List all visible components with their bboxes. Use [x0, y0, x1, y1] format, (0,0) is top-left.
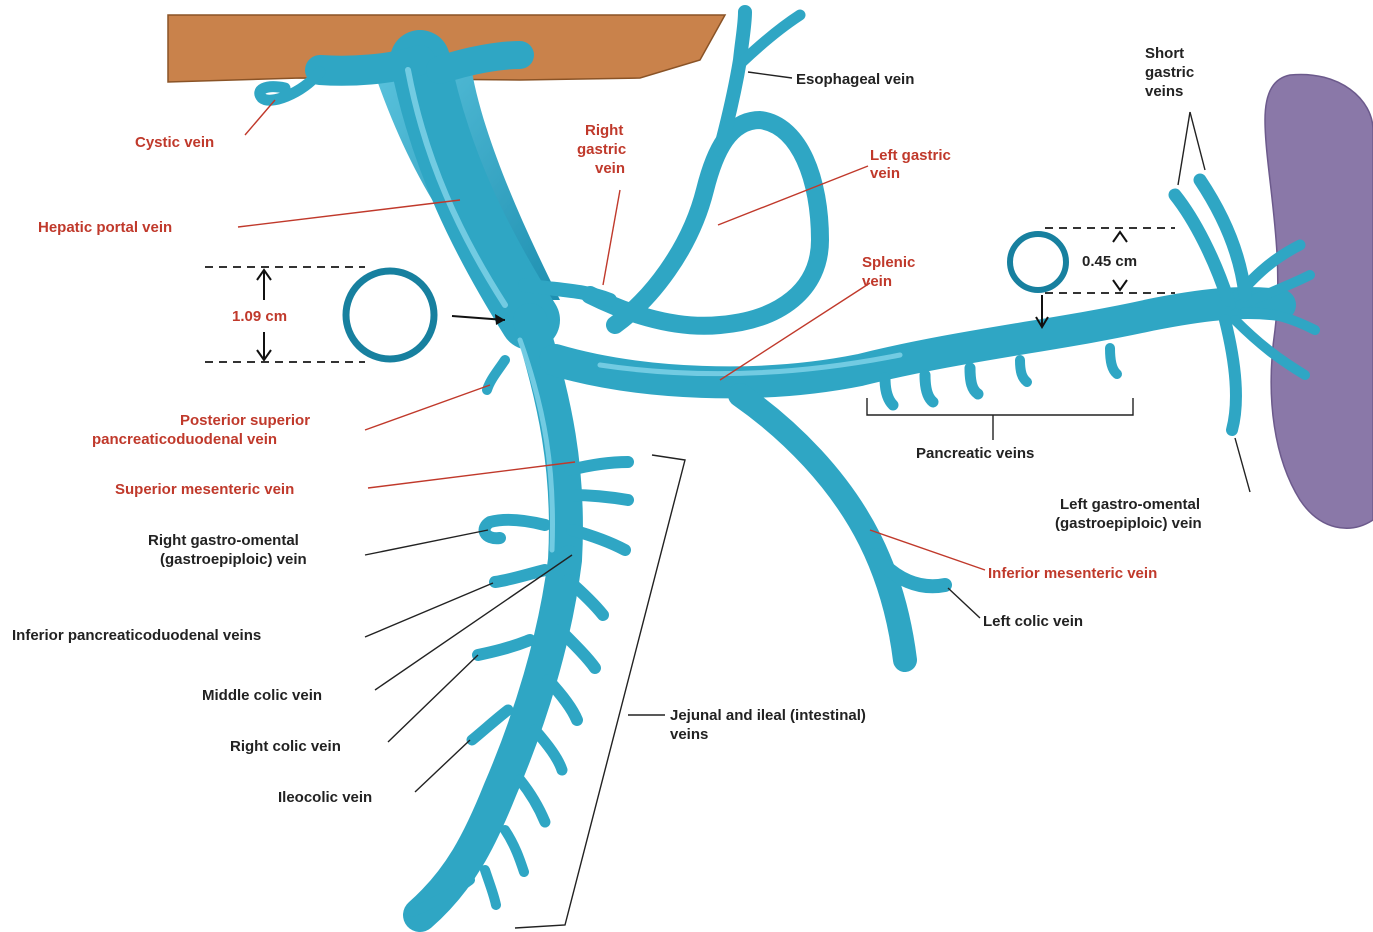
- leader-right-go: [365, 530, 488, 555]
- leader-ileocolic: [415, 740, 470, 792]
- label-right-gastric-3: vein: [595, 160, 625, 177]
- label-cystic-vein: Cystic vein: [135, 134, 214, 151]
- leader-cystic: [245, 100, 275, 135]
- pancreatic-vein-2: [925, 375, 933, 402]
- label-middle-colic: Middle colic vein: [202, 687, 322, 704]
- pancreatic-vein-3: [970, 368, 978, 394]
- label-jejunal-2: veins: [670, 726, 708, 743]
- leader-hepatic-portal: [238, 200, 460, 227]
- label-right-gastric-2: gastric: [577, 141, 626, 158]
- pancreatic-vein-5: [1110, 348, 1117, 374]
- jejunal-vein-1: [570, 462, 628, 470]
- leader-short-gastric-a: [1178, 112, 1190, 185]
- left-gastro-omental-vein-path: [1225, 320, 1236, 430]
- label-posterior-1: Posterior superior: [180, 412, 310, 429]
- label-left-gastric-1: Left gastric: [870, 147, 951, 164]
- label-measure-left: 1.09 cm: [232, 308, 287, 325]
- leader-superior-mesenteric: [368, 462, 575, 488]
- right-colic-vein-path: [478, 640, 530, 655]
- jejunal-vein-2: [572, 495, 628, 500]
- label-inferior-pd: Inferior pancreaticoduodenal veins: [12, 627, 261, 644]
- right-gastro-omental-vein-path: [485, 520, 545, 538]
- jejunal-vein-9: [505, 830, 524, 872]
- inferior-mesenteric-vein-path: [740, 395, 905, 660]
- label-jejunal-1: Jejunal and ileal (intestinal): [670, 707, 866, 724]
- label-short-gastric-2: gastric: [1145, 64, 1194, 81]
- jejunal-vein-10: [485, 870, 496, 905]
- leader-posterior: [365, 385, 490, 430]
- pancreatic-vein-1: [885, 378, 893, 405]
- label-esophageal: Esophageal vein: [796, 71, 914, 88]
- label-inferior-mesenteric: Inferior mesenteric vein: [988, 565, 1157, 582]
- leader-left-colic: [948, 588, 980, 618]
- label-ileocolic: Ileocolic vein: [278, 789, 372, 806]
- label-hepatic-portal-vein: Hepatic portal vein: [38, 219, 172, 236]
- label-right-go-2: (gastroepiploic) vein: [160, 551, 307, 568]
- label-left-go-1: Left gastro-omental: [1060, 496, 1200, 513]
- jejunal-vein-6: [548, 680, 577, 720]
- label-left-gastric-2: vein: [870, 165, 900, 182]
- label-posterior-2: pancreaticoduodenal vein: [92, 431, 277, 448]
- label-short-gastric-3: veins: [1145, 83, 1183, 100]
- pancreatic-vein-4: [1020, 360, 1027, 382]
- leader-esophageal: [748, 72, 792, 78]
- leader-inferior-pd: [365, 583, 493, 637]
- label-left-colic: Left colic vein: [983, 613, 1083, 630]
- label-pancreatic: Pancreatic veins: [916, 445, 1034, 462]
- label-right-colic: Right colic vein: [230, 738, 341, 755]
- hepatic-branch-right: [440, 55, 520, 70]
- splenic-cross-section-circle: [1010, 234, 1066, 290]
- dim-r-up: [1113, 232, 1127, 242]
- label-splenic-2: vein: [862, 273, 892, 290]
- pancreatic-bracket: [867, 398, 1133, 440]
- hepatic-branch-left: [320, 60, 420, 71]
- leader-left-gastric: [718, 166, 868, 225]
- jejunal-vein-8: [520, 780, 545, 822]
- label-measure-right: 0.45 cm: [1082, 253, 1137, 270]
- label-right-gastric-1: Right: [585, 122, 623, 139]
- label-superior-mesenteric: Superior mesenteric vein: [115, 481, 294, 498]
- leader-right-colic: [388, 655, 478, 742]
- label-left-go-2: (gastroepiploic) vein: [1055, 515, 1202, 532]
- label-right-go-1: Right gastro-omental: [148, 532, 299, 549]
- portal-cross-section-circle: [346, 271, 434, 359]
- label-splenic-1: Splenic: [862, 254, 915, 271]
- labels: Cystic vein Hepatic portal vein 1.09 cm …: [12, 45, 1202, 806]
- leader-short-gastric-b: [1190, 112, 1205, 170]
- inferior-pd-vein-path: [495, 570, 545, 582]
- ileocolic-vein-path: [472, 710, 508, 740]
- label-short-gastric-1: Short: [1145, 45, 1184, 62]
- dim-r-down: [1113, 280, 1127, 290]
- leader-left-go: [1235, 438, 1250, 492]
- leader-right-gastric: [603, 190, 620, 285]
- jejunal-vein-7: [535, 730, 562, 770]
- vein-network: [260, 12, 1315, 915]
